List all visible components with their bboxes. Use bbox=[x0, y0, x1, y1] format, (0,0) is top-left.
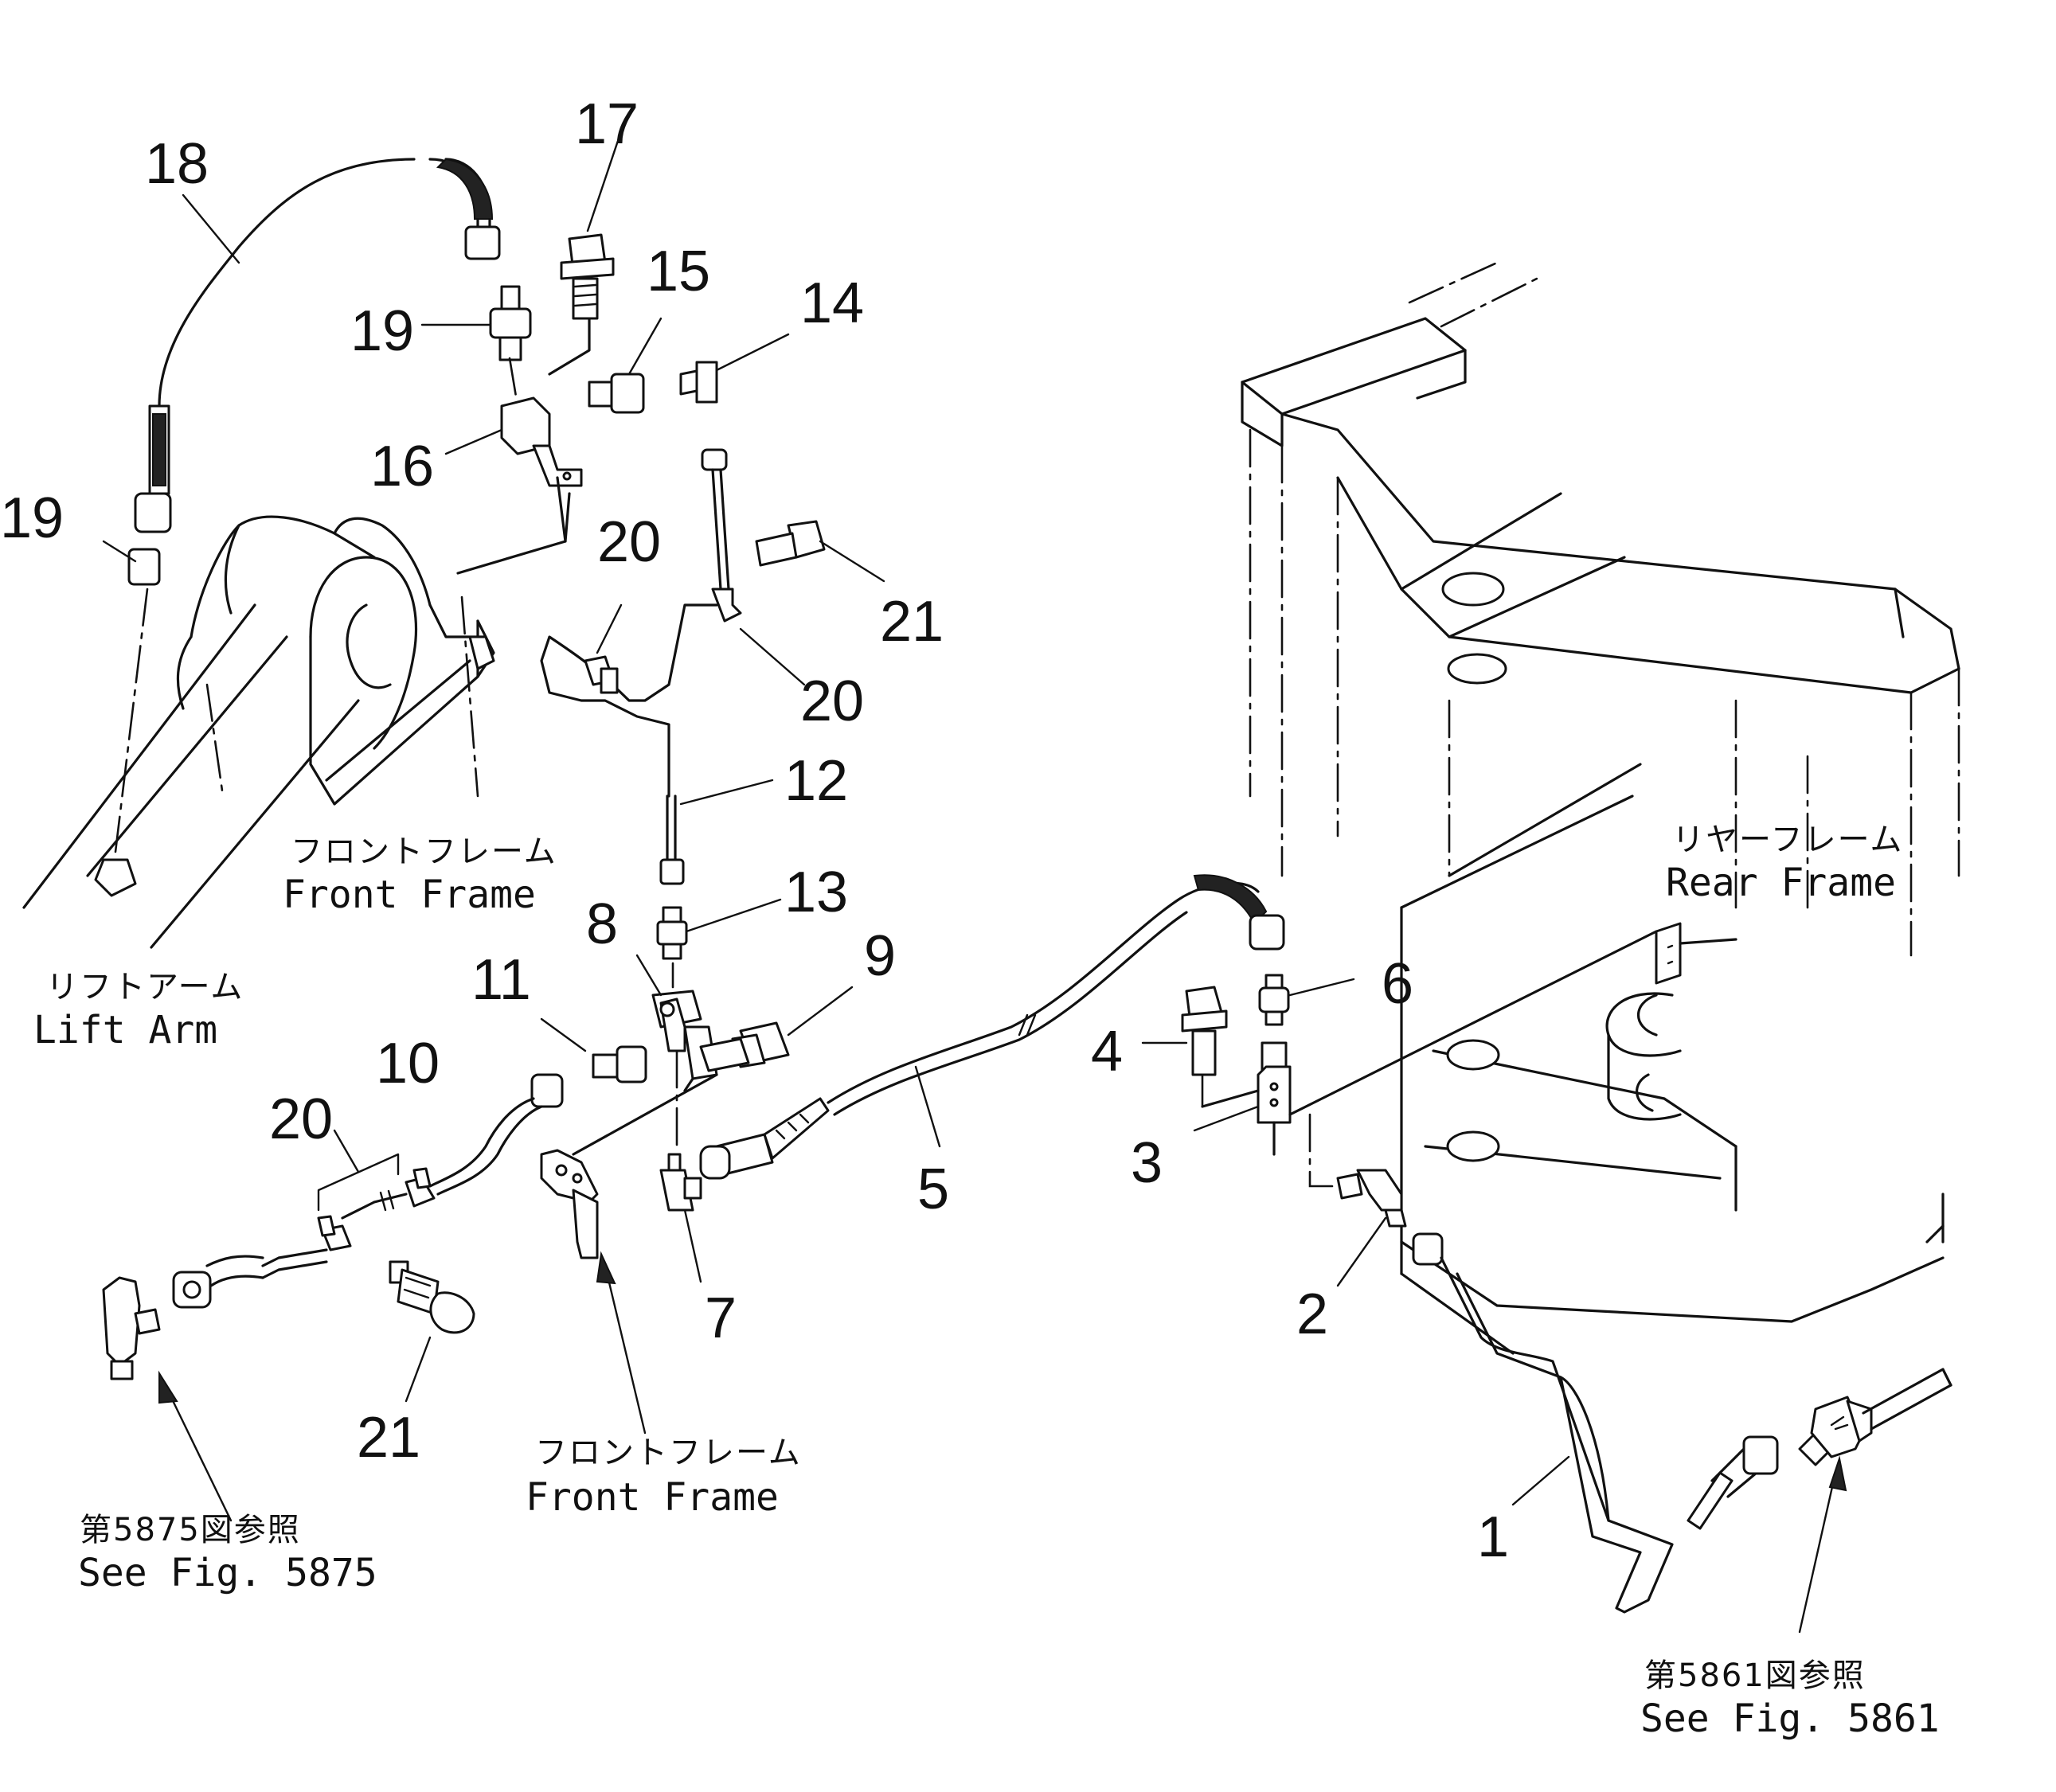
callout-9: 9 bbox=[864, 924, 896, 988]
callout-13: 13 bbox=[784, 861, 848, 924]
rear-frame-jp-label: リヤーフレーム bbox=[1672, 822, 1903, 858]
callout-21-upper: 21 bbox=[880, 590, 944, 654]
see-fig-5861-jp-label: 第5861図参照 bbox=[1644, 1657, 1866, 1694]
callout-6: 6 bbox=[1382, 952, 1413, 1016]
callout-20-right: 20 bbox=[800, 670, 864, 733]
callout-16: 16 bbox=[370, 435, 434, 498]
front-frame-top-jp-label: フロントフレーム bbox=[291, 834, 557, 870]
callout-numbers: 1 2 3 4 5 6 7 8 9 10 11 12 13 14 15 16 1… bbox=[0, 92, 1509, 1569]
callout-17: 17 bbox=[575, 92, 639, 156]
see-fig-5875-jp-label: 第5875図参照 bbox=[80, 1512, 301, 1548]
hose-18-assembly bbox=[102, 158, 532, 853]
bracket-16-group bbox=[444, 130, 790, 575]
pipe-12-group bbox=[540, 448, 885, 885]
hose-10-group bbox=[102, 1073, 564, 1522]
callout-21-lower: 21 bbox=[357, 1406, 420, 1470]
callout-15: 15 bbox=[647, 240, 710, 303]
reference-labels: フロントフレーム Front Frame リフトアーム Lift Arm リヤー… bbox=[33, 822, 1940, 1741]
see-fig-5861-en-label: See Fig. 5861 bbox=[1640, 1696, 1940, 1741]
callout-5: 5 bbox=[917, 1158, 949, 1221]
callout-1: 1 bbox=[1477, 1505, 1509, 1569]
see-fig-5875-en-label: See Fig. 5875 bbox=[78, 1551, 377, 1595]
front-frame-top-en-label: Front Frame bbox=[283, 873, 536, 917]
front-frame-bottom-en-label: Front Frame bbox=[526, 1475, 779, 1520]
callout-19-upper: 19 bbox=[350, 299, 414, 363]
lift-arm-jp-label: リフトアーム bbox=[46, 969, 244, 1005]
callout-20-lower: 20 bbox=[269, 1087, 333, 1151]
hose-5-assembly bbox=[699, 874, 1285, 1180]
callout-7: 7 bbox=[705, 1286, 737, 1350]
rear-fitting-group bbox=[1141, 930, 1952, 1634]
lift-arm-en-label: Lift Arm bbox=[33, 1008, 217, 1052]
callout-8: 8 bbox=[586, 892, 618, 956]
callout-3: 3 bbox=[1131, 1131, 1163, 1195]
rear-frame-structure bbox=[1241, 261, 1960, 1355]
callout-10: 10 bbox=[376, 1032, 440, 1095]
front-frame-lift-arm-structure bbox=[22, 515, 495, 949]
callout-18: 18 bbox=[145, 132, 209, 196]
callout-14: 14 bbox=[800, 271, 864, 335]
callout-4: 4 bbox=[1091, 1020, 1123, 1083]
callout-20-upper: 20 bbox=[597, 510, 661, 574]
front-frame-bracket bbox=[540, 1149, 647, 1435]
front-frame-bottom-jp-label: フロントフレーム bbox=[535, 1435, 802, 1471]
callout-11: 11 bbox=[471, 948, 531, 1012]
callout-19-lower: 19 bbox=[0, 486, 64, 550]
callout-12: 12 bbox=[784, 749, 848, 813]
rear-frame-en-label: Rear Frame bbox=[1666, 861, 1896, 905]
callout-2: 2 bbox=[1296, 1283, 1328, 1346]
block-8-group bbox=[540, 898, 854, 1283]
